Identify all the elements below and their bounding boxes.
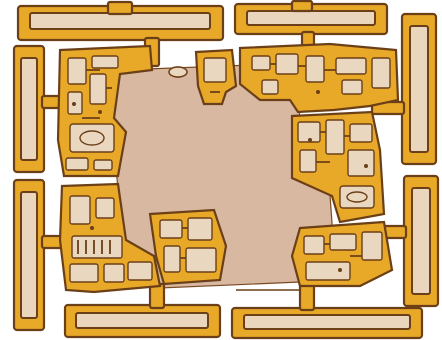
top-right-circuit-block <box>238 42 400 114</box>
left-upper-bond-pad <box>12 44 46 174</box>
core-marks <box>168 66 300 291</box>
bottom-right-bond-pad <box>230 306 424 340</box>
bottom-left-bond-pad <box>63 303 222 339</box>
bottom-left-circuit-block <box>58 182 162 294</box>
bottom-right-circuit-block <box>290 220 394 288</box>
right-middle-circuit-block <box>290 110 386 224</box>
left-lower-bond-pad <box>12 178 46 332</box>
bottom-middle-circuit-block <box>148 208 228 286</box>
right-upper-bond-pad <box>400 12 438 166</box>
top-left-circuit-block <box>56 44 154 178</box>
right-lower-bond-pad <box>402 174 440 308</box>
top-left-bond-pad <box>16 0 225 42</box>
top-right-bond-pad <box>233 0 389 36</box>
